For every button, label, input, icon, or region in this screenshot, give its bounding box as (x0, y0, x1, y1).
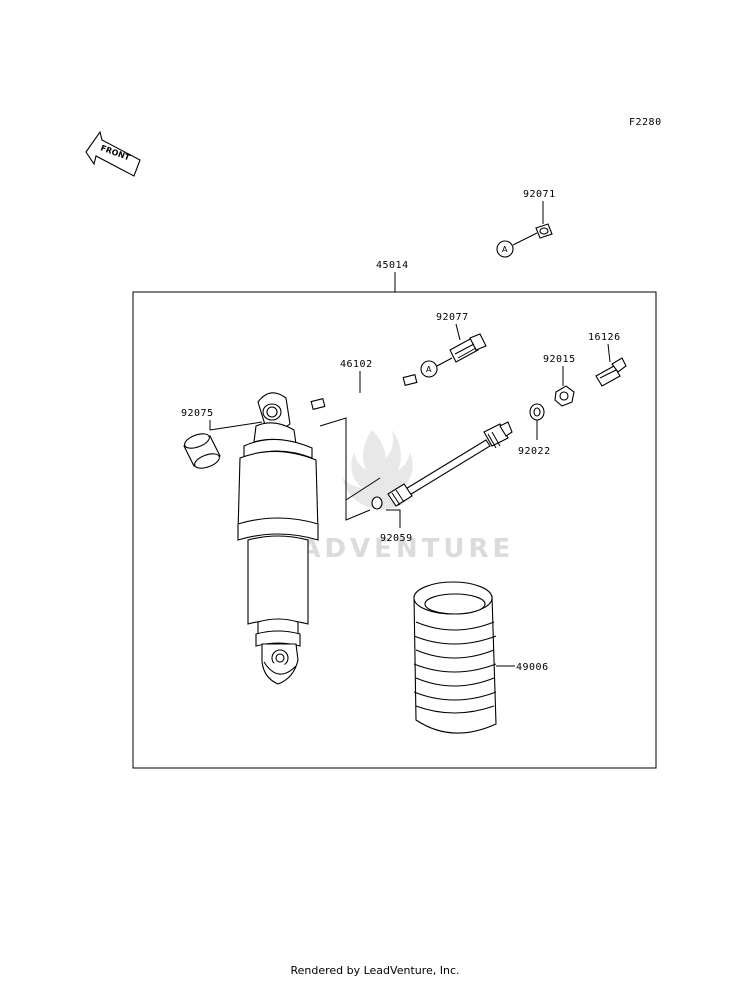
shock-absorber (237, 392, 319, 685)
part-label-16126: 16126 (588, 332, 621, 343)
nut-92071 (535, 223, 553, 239)
part-label-92015: 92015 (543, 354, 576, 365)
part-label-92071: 92071 (523, 189, 556, 200)
callout-a-top: A (496, 240, 514, 258)
callout-a-mid: A (420, 360, 438, 378)
part-label-45014: 45014 (376, 260, 409, 271)
part-label-92059: 92059 (380, 533, 413, 544)
valve-16126 (595, 357, 627, 387)
part-label-92077: 92077 (436, 312, 469, 323)
washer-92022 (529, 403, 545, 421)
svg-text:A: A (426, 365, 432, 374)
part-label-46102: 46102 (340, 359, 373, 370)
assembly-box (132, 291, 657, 769)
svg-text:A: A (502, 245, 508, 254)
hose-46102 (310, 374, 418, 410)
nut-92015 (554, 385, 575, 407)
bushing-92075 (183, 433, 221, 469)
part-label-92022: 92022 (518, 446, 551, 457)
part-label-92075: 92075 (181, 408, 214, 419)
part-label-49006: 49006 (516, 662, 549, 673)
diagram-code: F2280 (629, 117, 662, 128)
front-arrow-icon: FRONT (85, 130, 141, 177)
bolt-92077 (449, 333, 487, 363)
boot-49006 (413, 581, 497, 734)
footer-credit: Rendered by LeadVenture, Inc. (290, 964, 460, 977)
oring-92059 (371, 496, 383, 510)
reservoir-hose (387, 421, 513, 507)
